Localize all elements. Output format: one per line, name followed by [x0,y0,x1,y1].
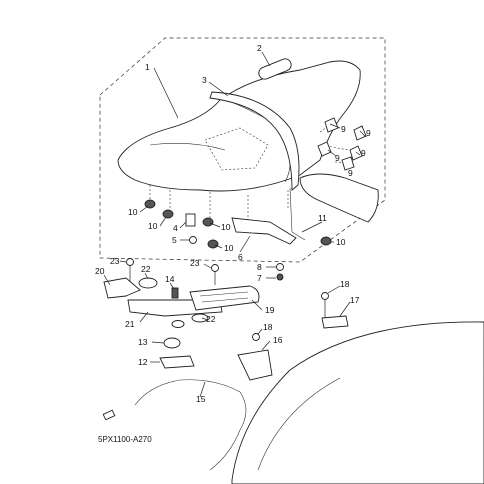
bracket-6 [231,217,297,245]
callout-3: 3 [202,75,207,85]
callout-18: 18 [340,279,350,289]
lock-16 [237,349,273,381]
bracket-group [317,117,367,171]
tank-outline [231,321,484,484]
callout-12: 12 [138,357,148,367]
stay-20 [103,277,141,299]
callout-20: 20 [95,266,105,276]
callout-10: 10 [224,243,234,253]
callout-9: 9 [341,124,346,134]
callout-21: 21 [125,319,135,329]
callout-9: 9 [366,128,371,138]
callout-23: 23 [190,258,200,268]
callout-7: 7 [257,273,262,283]
callout-22: 22 [141,264,151,274]
cable-15 [134,379,247,471]
callout-17: 17 [350,295,360,305]
strap-11 [289,187,306,241]
lever-19 [189,285,260,311]
callout-9: 9 [335,153,340,163]
callout-19: 19 [265,305,275,315]
key-icon [102,409,116,421]
holder-12 [159,355,195,369]
seat-assembly [117,58,379,223]
callout-10: 10 [148,221,158,231]
callout-15: 15 [196,394,206,404]
assembly-boundary [99,37,386,263]
bracket-17 [321,315,349,329]
callout-4: 4 [173,223,178,233]
callout-16: 16 [273,335,283,345]
callout-10: 10 [128,207,138,217]
callout-8: 8 [257,262,262,272]
callout-13: 13 [138,337,148,347]
callout-23: 23 [110,256,120,266]
callout-22: 22 [206,314,216,324]
callout-9: 9 [348,168,353,178]
callout-1: 1 [145,62,150,72]
callout-5: 5 [172,235,177,245]
bracket-4 [185,213,196,227]
leader-lines [103,51,367,398]
callout-2: 2 [257,43,262,53]
callout-10: 10 [336,237,346,247]
callout-10: 10 [221,222,231,232]
callout-9: 9 [361,148,366,158]
callout-18: 18 [263,322,273,332]
bolt-5 [189,236,197,244]
callout-6: 6 [238,252,243,262]
diagram-code: 5PX1100-A270 [98,435,152,444]
callout-11: 11 [318,213,327,223]
callout-14: 14 [165,274,175,284]
